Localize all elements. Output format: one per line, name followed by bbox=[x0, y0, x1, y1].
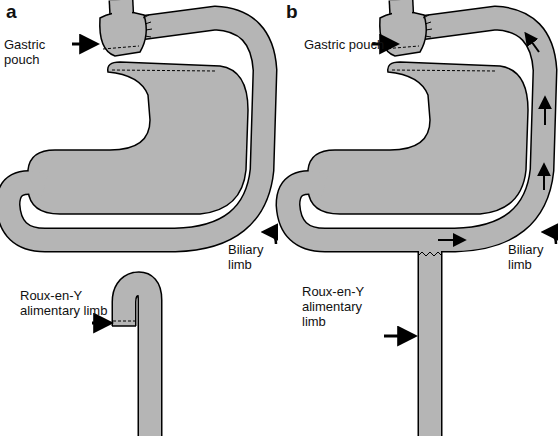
flow-arrow bbox=[544, 98, 546, 125]
staple-line bbox=[113, 321, 135, 322]
panel-b bbox=[288, 0, 556, 436]
flow-arrow bbox=[526, 34, 539, 52]
pointer-arrow bbox=[72, 43, 96, 46]
roux-limb bbox=[124, 284, 150, 436]
part-label: Roux-en-Y alimentary limb bbox=[20, 288, 120, 318]
remnant-stomach bbox=[28, 62, 248, 214]
staple-line bbox=[383, 46, 419, 49]
part-label: Biliary limb bbox=[228, 242, 272, 272]
suture-marks bbox=[143, 15, 152, 37]
suture-marks bbox=[423, 15, 432, 37]
roux-limb bbox=[419, 240, 441, 436]
roux-limb-outline bbox=[124, 284, 150, 436]
suture-marks bbox=[418, 252, 442, 256]
flow-arrow bbox=[543, 165, 545, 190]
pointer-arrow bbox=[384, 335, 414, 338]
curved-pointer bbox=[544, 232, 556, 244]
part-label: Gastric pouch bbox=[304, 37, 394, 52]
cut-end bbox=[112, 325, 136, 327]
panel-a bbox=[8, 0, 276, 436]
gastric-pouch bbox=[100, 12, 146, 56]
remnant-stomach bbox=[308, 62, 528, 214]
esophagus-join bbox=[112, 8, 132, 18]
gastric-pouch bbox=[380, 12, 426, 56]
curved-pointer bbox=[264, 232, 276, 244]
part-label: Biliary limb bbox=[508, 242, 552, 272]
panel-letter: a bbox=[6, 2, 36, 22]
flow-arrow bbox=[438, 239, 464, 241]
staple-line bbox=[112, 70, 215, 71]
panel-letter: b bbox=[286, 2, 316, 22]
part-label: Roux-en-Y alimentary limb bbox=[302, 284, 382, 329]
part-label: Gastric pouch bbox=[4, 37, 74, 67]
staple-line bbox=[392, 70, 495, 71]
pointer-arrow bbox=[92, 322, 110, 325]
staple-line bbox=[103, 46, 139, 49]
esophagus-join bbox=[392, 8, 412, 18]
